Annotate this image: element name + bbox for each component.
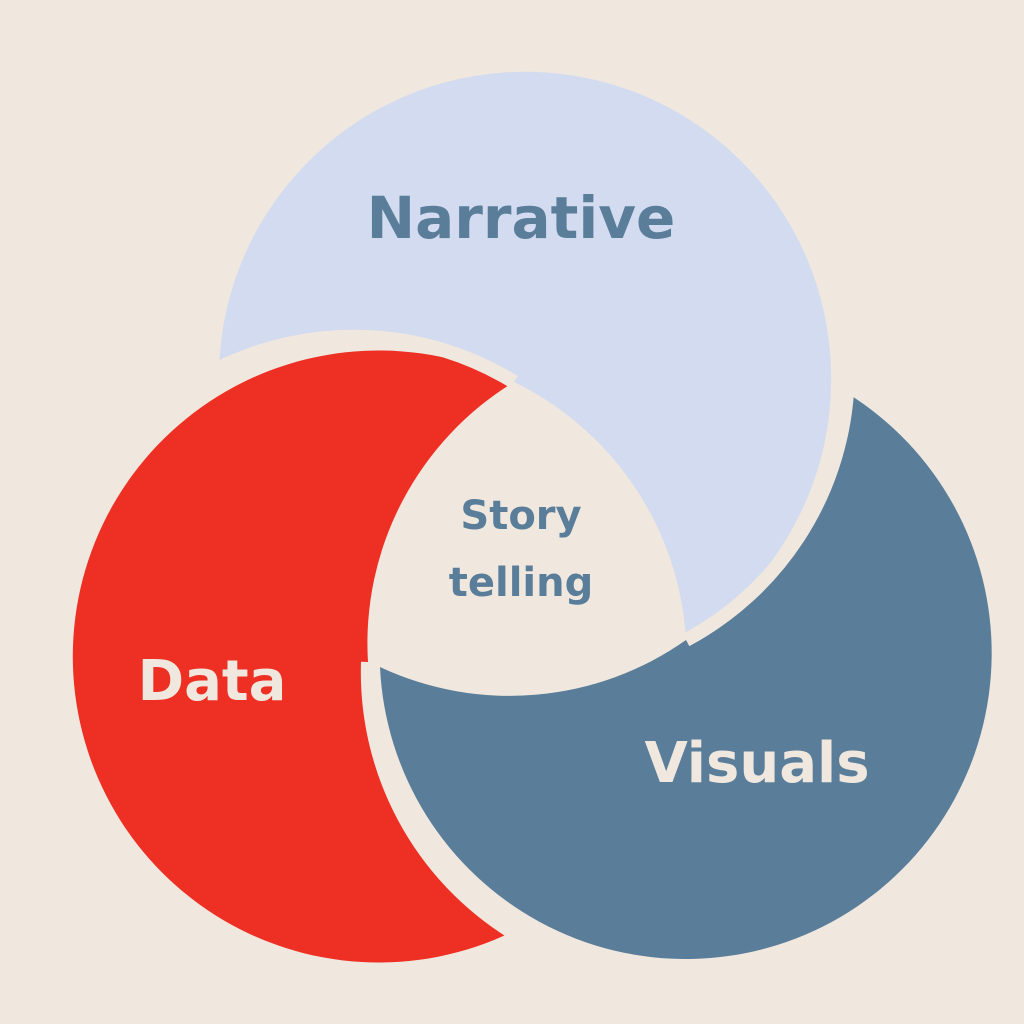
narrative-data-border [215, 329, 518, 388]
narrative-segment [219, 71, 832, 640]
visuals-label: Visuals [644, 731, 869, 796]
visuals-segment [380, 393, 992, 960]
data-segment [72, 350, 514, 963]
narrative-visuals-border [682, 392, 854, 647]
center-label-line2: telling [449, 560, 594, 606]
data-visuals-border [360, 661, 516, 938]
center-label-line1: Story [460, 493, 581, 539]
narrative-label: Narrative [367, 184, 676, 252]
data-label: Data [138, 649, 287, 714]
